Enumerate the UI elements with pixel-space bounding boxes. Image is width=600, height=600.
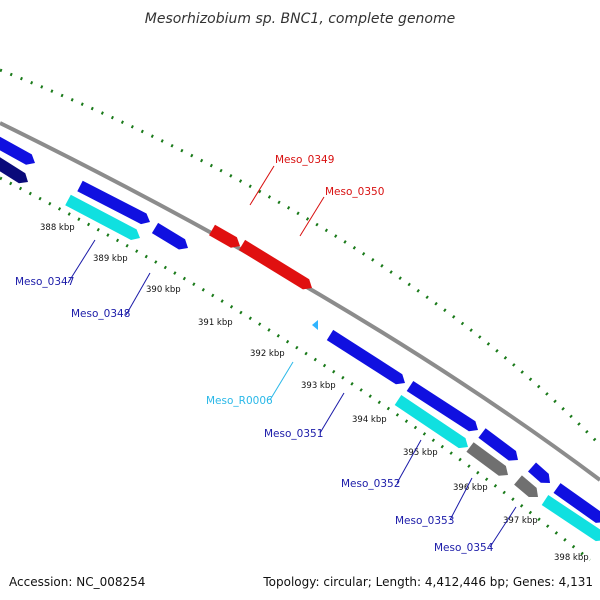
gene-label[interactable]: Meso_0347 [15, 276, 74, 288]
gene-label[interactable]: Meso_0353 [395, 515, 454, 527]
cds-block-meso-0354 [528, 462, 550, 483]
cds-block-meso-0349 [209, 224, 240, 248]
cds-block-meso-0354-b [514, 475, 538, 497]
tick-label: 388 kbp [40, 223, 75, 233]
cds-block-meso-0347-b [65, 194, 140, 240]
gene-label-leader [489, 506, 517, 548]
gene-label-leader [269, 361, 294, 401]
gene-label[interactable]: Meso_0350 [325, 186, 384, 198]
tick-label: 396 kbp [453, 483, 488, 493]
gene-label-leader [125, 272, 151, 316]
genome-backbone [0, 121, 600, 482]
inner-dotted-track [0, 176, 591, 562]
gene-label-leader [449, 477, 473, 521]
outer-dotted-track [0, 68, 600, 447]
cds-block-meso-0350 [238, 239, 312, 290]
tick-label: 393 kbp [301, 381, 336, 391]
tick-layer: 388 kbp 389 kbp 390 kbp 391 kbp 392 kbp 393 k… [40, 223, 589, 563]
gene-label[interactable]: Meso_0351 [264, 428, 323, 440]
cds-block-meso-0348 [151, 222, 188, 250]
gene-label[interactable]: Meso_R0006 [206, 395, 273, 407]
cds-block [0, 157, 28, 184]
tick-label: 390 kbp [146, 285, 181, 295]
topology-text: Topology: circular; Length: 4,412,446 bp… [262, 575, 593, 589]
cds-block [0, 136, 35, 165]
tick-label: 397 kbp [503, 516, 538, 526]
tick-label: 389 kbp [93, 254, 128, 264]
tick-label: 394 kbp [352, 415, 387, 425]
cds-block-meso-0352-b [394, 395, 468, 449]
gene-label[interactable]: Meso_0352 [341, 478, 400, 490]
gene-label-leader [299, 196, 325, 237]
gene-label-leader [319, 392, 345, 434]
gene-label-leader [396, 439, 422, 484]
tick-label: 392 kbp [250, 349, 285, 359]
cds-block [553, 483, 600, 523]
cds-block [541, 495, 600, 542]
tick-label: 395 kbp [403, 448, 438, 458]
gene-label-leader [67, 239, 96, 284]
gene-label[interactable]: Meso_0349 [275, 154, 334, 166]
map-title: Mesorhizobium sp. BNC1, complete genome [145, 11, 456, 27]
feature-layer [0, 136, 600, 542]
cds-block-meso-0352 [406, 381, 478, 432]
gene-label-leader [249, 165, 275, 206]
gene-label[interactable]: Meso_0348 [71, 308, 130, 320]
cds-block-meso-0351 [326, 329, 405, 385]
accession-text: Accession: NC_008254 [9, 575, 145, 589]
cds-block-meso-0353-b [466, 442, 508, 476]
tick-label: 398 kbp [554, 553, 589, 563]
cds-block-meso-0353 [478, 428, 518, 461]
cds-block-meso-0347 [77, 180, 150, 225]
tick-label: 391 kbp [198, 318, 233, 328]
gene-label[interactable]: Meso_0354 [434, 542, 494, 554]
rna-marker-meso-r0006 [312, 320, 318, 330]
